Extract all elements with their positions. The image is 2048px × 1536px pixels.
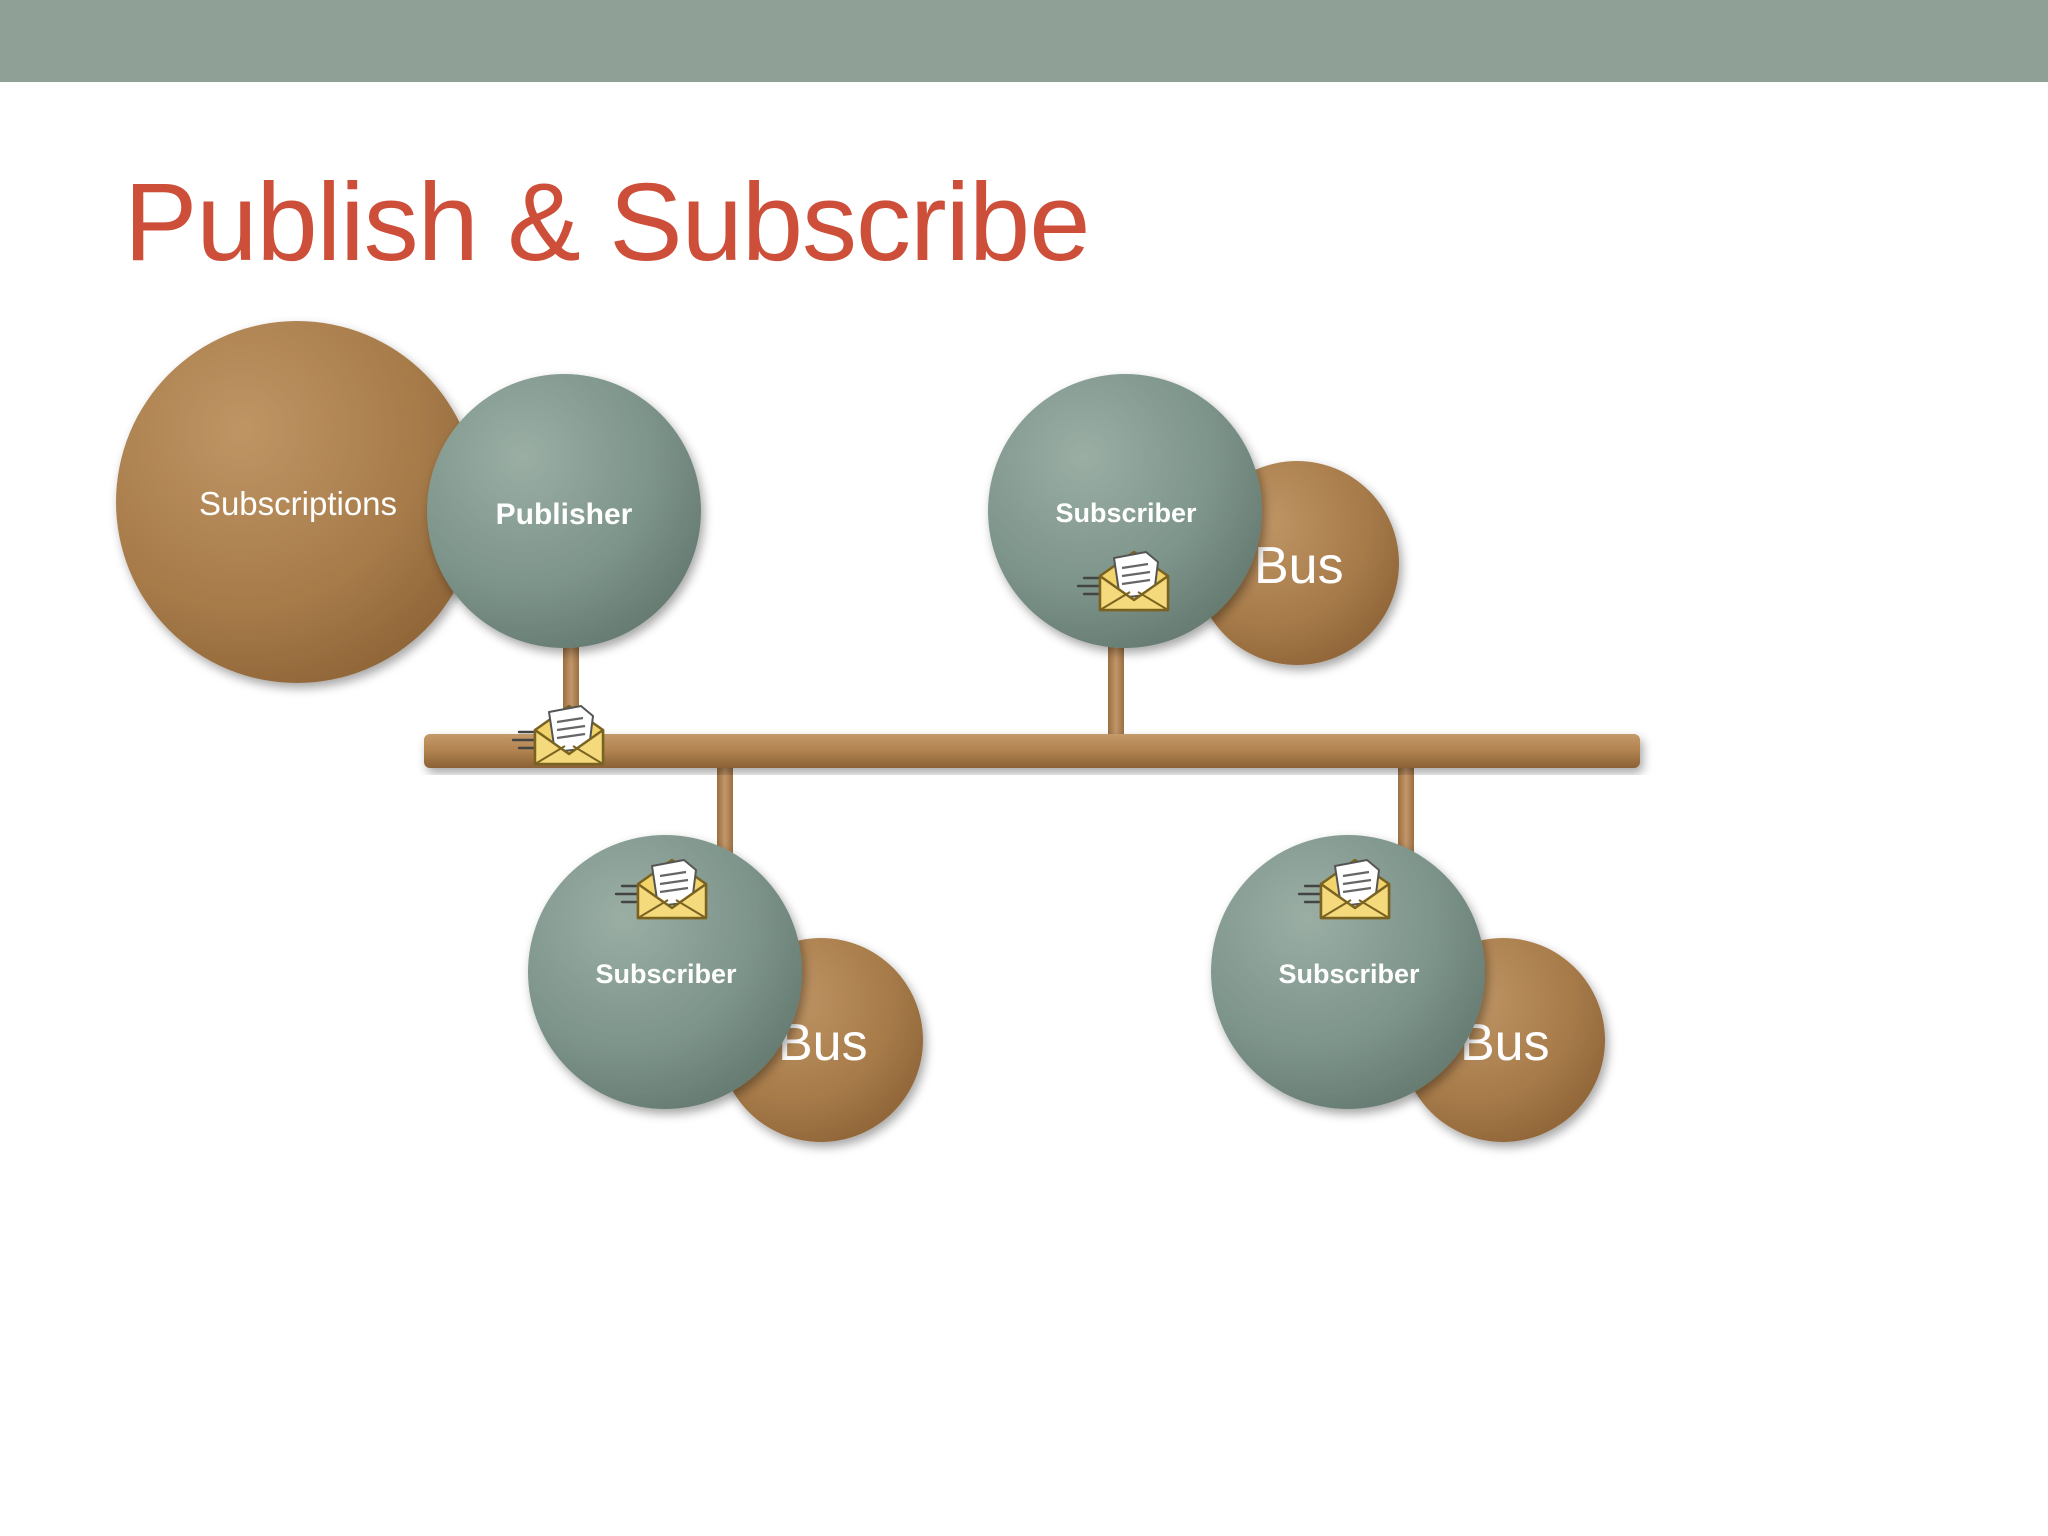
subscriber-label-left: Subscriber [595, 959, 737, 989]
subscriptions-node [116, 321, 478, 683]
subscriber-right-connector [1398, 766, 1414, 858]
publisher-label: Publisher [496, 498, 633, 531]
subscriber-node-left [528, 835, 802, 1109]
subscriber-node-right [1211, 835, 1485, 1109]
subscriber-left-connector [717, 766, 733, 858]
message-bus [424, 734, 1640, 768]
subscriber-top-connector [1108, 645, 1124, 734]
bus-label-top: Bus [1254, 537, 1344, 595]
publisher-node [427, 374, 701, 648]
subscriptions-label: Subscriptions [199, 485, 397, 522]
bus-label-left: Bus [778, 1014, 868, 1072]
slide-title: Publish & Subscribe [124, 161, 1090, 284]
bus-label-right: Bus [1460, 1014, 1550, 1072]
subscriber-node-top [988, 374, 1262, 648]
subscriber-label-top: Subscriber [1055, 498, 1197, 528]
header-bar [0, 0, 2048, 82]
subscriber-label-right: Subscriber [1278, 959, 1420, 989]
